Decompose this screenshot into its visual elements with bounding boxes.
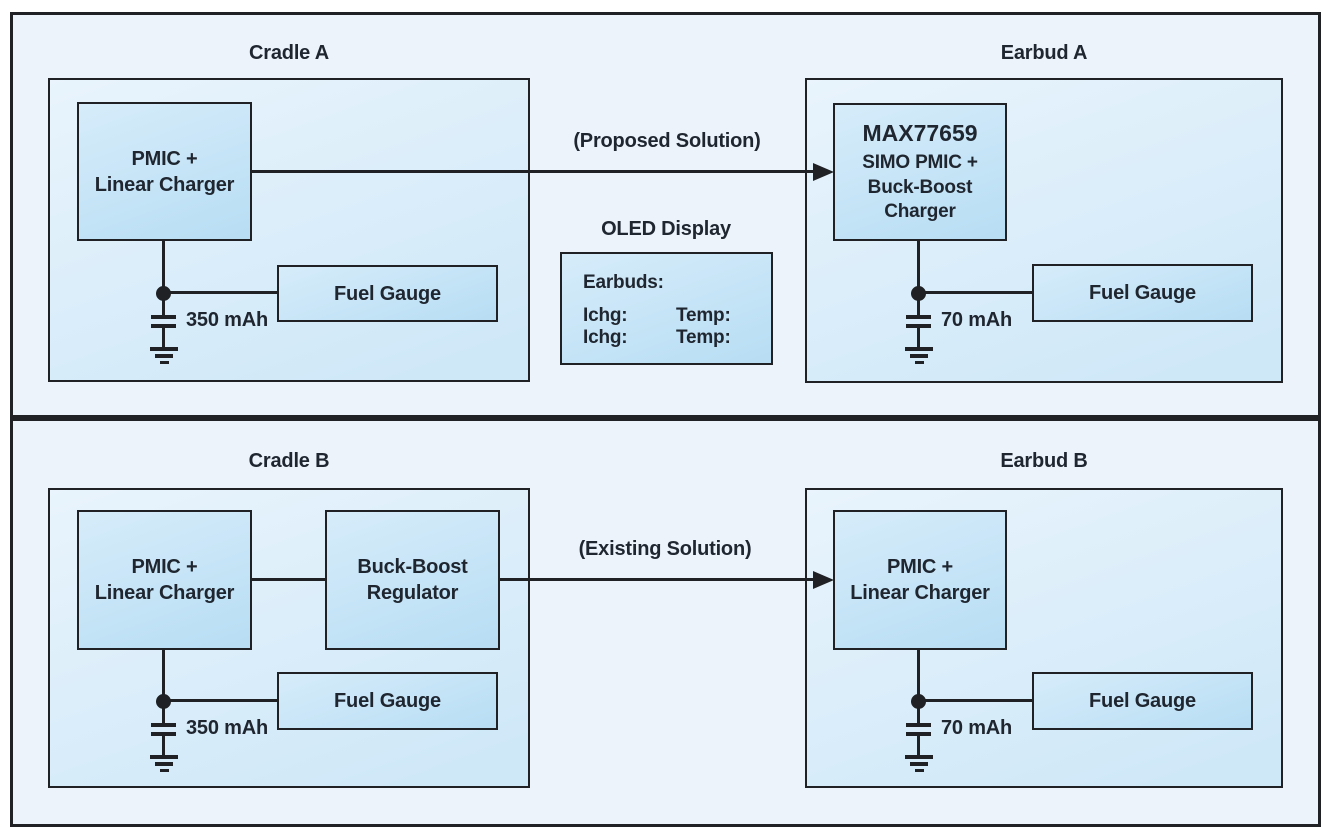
cradle-a-title: Cradle A <box>249 42 329 64</box>
cradle-b-title: Cradle B <box>248 450 330 472</box>
ground-icon <box>915 361 924 364</box>
capacitor-icon <box>906 324 931 328</box>
ground-icon <box>915 769 924 772</box>
oled-display-box <box>560 252 773 365</box>
ground-icon <box>905 755 933 759</box>
oled-ichg-label-2: Ichg: <box>583 327 628 348</box>
junction-dot <box>911 286 926 301</box>
battery-capacity-label-earbud-a: 70 mAh <box>941 309 1013 331</box>
battery-capacity-label-earbud-b: 70 mAh <box>941 717 1013 739</box>
fuel-gauge-box-earbud-b: Fuel Gauge <box>1032 672 1253 730</box>
proposed-arrow-line <box>252 170 818 173</box>
wire <box>917 328 920 347</box>
wire <box>162 241 165 316</box>
junction-dot <box>156 286 171 301</box>
wire <box>917 291 1032 294</box>
wire <box>162 291 277 294</box>
ground-icon <box>155 762 173 766</box>
proposed-arrow-head-icon <box>813 163 834 181</box>
junction-dot <box>911 694 926 709</box>
ground-icon <box>910 762 928 766</box>
max77659-chip-subtitle: SIMO PMIC + Buck-Boost Charger <box>862 151 978 223</box>
wire <box>162 650 165 724</box>
capacitor-icon <box>906 315 931 319</box>
capacitor-icon <box>151 315 176 319</box>
capacitor-icon <box>906 732 931 736</box>
wire <box>162 328 165 347</box>
pmic-linear-charger-box-cradle-a: PMIC + Linear Charger <box>77 102 252 241</box>
wire <box>162 699 277 702</box>
existing-solution-label: (Existing Solution) <box>578 538 752 560</box>
wire <box>917 650 920 724</box>
wire <box>162 736 165 755</box>
capacitor-icon <box>151 723 176 727</box>
ground-icon <box>150 755 178 759</box>
wire <box>252 578 325 581</box>
ground-icon <box>160 361 169 364</box>
ground-icon <box>910 354 928 358</box>
capacitor-icon <box>151 324 176 328</box>
battery-capacity-label-cradle-a: 350 mAh <box>186 309 268 331</box>
existing-arrow-head-icon <box>813 571 834 589</box>
max77659-chip-name: MAX77659 <box>862 120 978 147</box>
oled-temp-label-2: Temp: <box>676 327 731 348</box>
wire <box>917 241 920 316</box>
capacitor-icon <box>906 723 931 727</box>
ground-icon <box>905 347 933 351</box>
oled-display-title: OLED Display <box>601 218 731 240</box>
pmic-linear-charger-box-earbud-b: PMIC + Linear Charger <box>833 510 1007 650</box>
wire <box>917 736 920 755</box>
capacitor-icon <box>151 732 176 736</box>
battery-capacity-label-cradle-b: 350 mAh <box>186 717 268 739</box>
buck-boost-regulator-box: Buck-Boost Regulator <box>325 510 500 650</box>
oled-temp-label-1: Temp: <box>676 305 731 326</box>
pmic-linear-charger-box-cradle-b: PMIC + Linear Charger <box>77 510 252 650</box>
junction-dot <box>156 694 171 709</box>
earbud-a-title: Earbud A <box>1000 42 1088 64</box>
existing-arrow-line <box>500 578 818 581</box>
max77659-simo-pmic-box: MAX77659 SIMO PMIC + Buck-Boost Charger <box>833 103 1007 241</box>
wire <box>917 699 1032 702</box>
ground-icon <box>160 769 169 772</box>
oled-earbuds-label: Earbuds: <box>583 272 664 293</box>
proposed-solution-label: (Proposed Solution) <box>573 130 761 152</box>
fuel-gauge-box-earbud-a: Fuel Gauge <box>1032 264 1253 322</box>
ground-icon <box>155 354 173 358</box>
fuel-gauge-box-cradle-b: Fuel Gauge <box>277 672 498 730</box>
ground-icon <box>150 347 178 351</box>
earbud-b-title: Earbud B <box>1000 450 1088 472</box>
oled-ichg-label-1: Ichg: <box>583 305 628 326</box>
fuel-gauge-box-cradle-a: Fuel Gauge <box>277 265 498 322</box>
